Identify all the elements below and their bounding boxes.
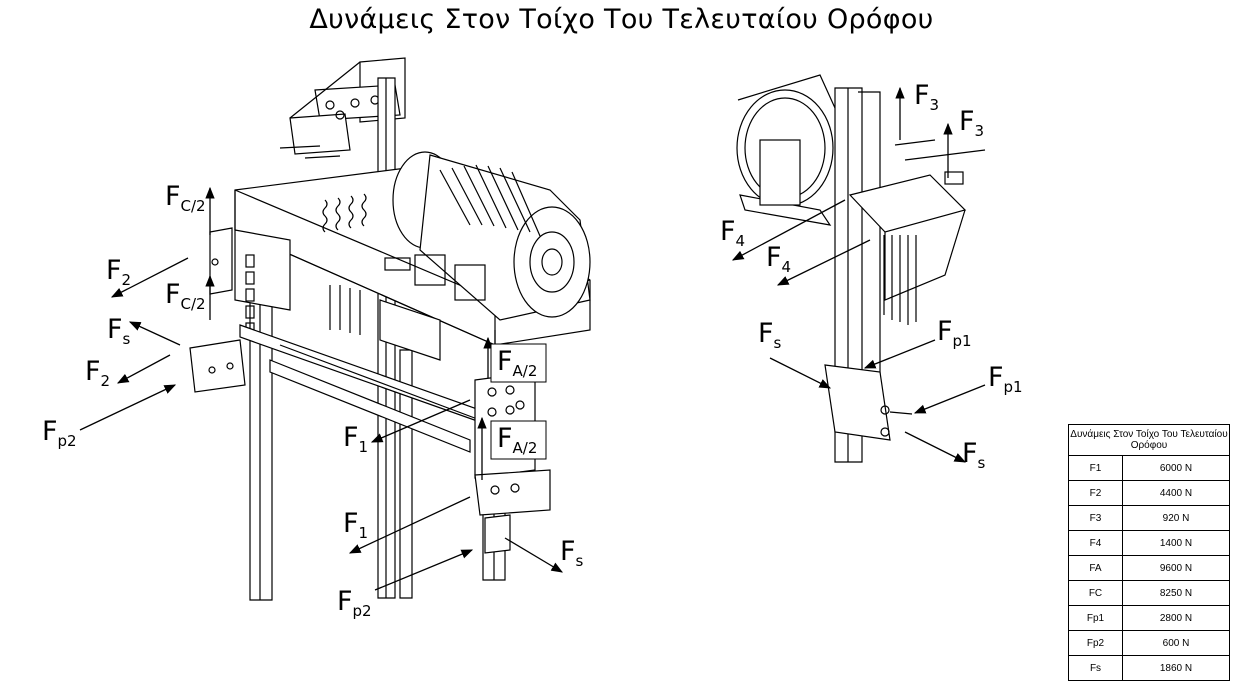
fa2-upper-box	[490, 343, 547, 383]
fp2-left-arrow	[79, 384, 177, 431]
label-fa2-upper: FA/2	[497, 346, 537, 380]
guide-rails	[249, 77, 506, 601]
label-f4-upper: F4	[720, 216, 745, 250]
upper-bolt-frame	[848, 139, 986, 325]
hanging-rods	[329, 285, 361, 335]
f2-upper-arrow	[110, 257, 189, 298]
label-f2-upper: F2	[106, 255, 131, 289]
label-fp2-bottom: Fp2	[337, 586, 372, 620]
label-fp2-left: Fp2	[42, 416, 77, 450]
right-bracket	[474, 371, 551, 554]
fp1-lower-arrow	[913, 384, 986, 414]
f4-upper-arrow	[731, 199, 846, 261]
f4-lower-arrow	[776, 239, 871, 286]
label-fs-bottom: Fs	[560, 536, 584, 570]
f2-lower-arrow	[116, 354, 171, 384]
label-fs-right-lower: Fs	[962, 438, 986, 472]
label-fs-left: Fs	[107, 314, 131, 348]
deflector-sheave	[736, 74, 836, 226]
label-fs-right-upper: Fs	[758, 318, 782, 352]
label-fa2-lower: FA/2	[497, 423, 537, 457]
fs-right-lower-arrow	[904, 431, 967, 463]
f1-upper-arrow	[370, 399, 471, 443]
right-sheave-assembly	[736, 74, 986, 463]
fs-right-upper-arrow	[769, 357, 832, 389]
fp1-upper-arrow	[863, 339, 936, 369]
label-fp1-lower: Fp1	[988, 362, 1023, 396]
label-fc2-top: FC/2	[165, 181, 206, 215]
springs	[322, 193, 367, 233]
gear-motor	[384, 151, 591, 321]
f1-lower-arrow	[348, 496, 471, 554]
label-f1-upper: F1	[343, 422, 368, 456]
force-arrows	[79, 86, 986, 591]
fs-bottom-arrow	[504, 537, 564, 573]
label-f4-lower: F4	[766, 242, 791, 276]
label-f2-lower: F2	[85, 356, 110, 390]
label-fc2-lower: FC/2	[165, 279, 206, 313]
force-table-header: Δυνάμεις Στον Τοίχο Του Τελευταίου Ορόφο…	[1068, 424, 1230, 456]
fa2-lower-box	[490, 420, 547, 460]
fs-left-arrow	[128, 321, 181, 346]
label-f3-right: F3	[959, 106, 984, 140]
left-bracket	[189, 227, 246, 393]
force-table: Δυνάμεις Στον Τοίχο Του Τελευταίου Ορόφο…	[1068, 424, 1230, 681]
label-fp1-upper: Fp1	[937, 316, 972, 350]
label-f3-left: F3	[914, 80, 939, 114]
left-machine-assembly	[189, 57, 591, 601]
page-title: Δυνάμεις Στον Τοίχο Του Τελευταίου Ορόφο…	[309, 4, 934, 35]
force-labels: FC/2 F2 FC/2 Fs F2 Fp2 FA/2 FA/2 F1 F1 F…	[42, 80, 1023, 620]
lower-crossbars	[239, 299, 481, 453]
label-f1-lower: F1	[343, 508, 368, 542]
fp2-bottom-arrow	[374, 549, 474, 591]
lower-right-bracket	[824, 364, 913, 441]
